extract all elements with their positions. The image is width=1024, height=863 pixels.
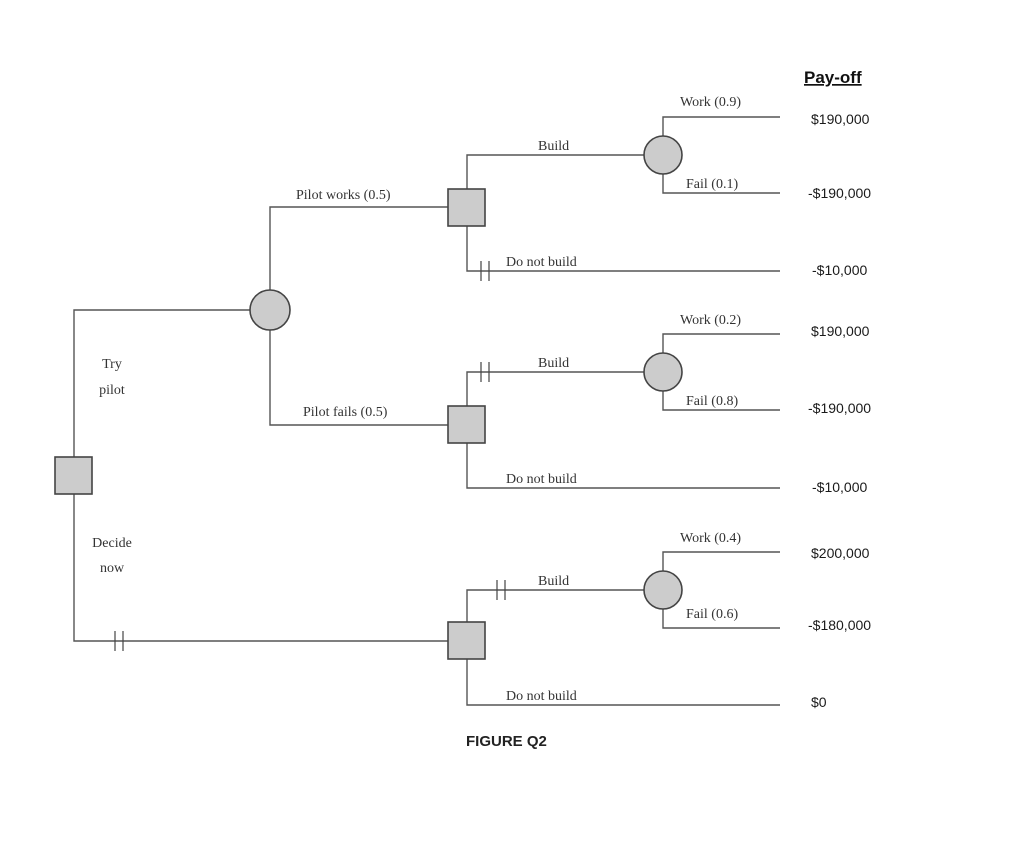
payoff-value: -$190,000 <box>808 400 871 416</box>
build-label: Build <box>538 139 569 154</box>
chance-node-build-1 <box>643 135 683 175</box>
payoff-value: -$190,000 <box>808 185 871 201</box>
decide-now-label: now <box>100 561 125 576</box>
fail-branch <box>662 390 780 411</box>
payoff-value: $190,000 <box>811 111 870 127</box>
build-branch <box>466 589 645 623</box>
decision-node-pilot-fails <box>447 405 486 444</box>
decision-node-decide-now <box>447 621 486 660</box>
do-not-build-branch <box>466 659 780 706</box>
fail-branch <box>662 608 780 629</box>
do-not-build-branch <box>466 443 780 489</box>
payoff-value: $200,000 <box>811 545 870 561</box>
try-pilot-branch <box>73 309 252 475</box>
figure-caption: FIGURE Q2 <box>466 733 547 750</box>
payoff-value: -$10,000 <box>812 479 867 495</box>
try-pilot-label: pilot <box>99 383 125 398</box>
payoff-header: Pay-off <box>804 68 862 87</box>
payoff-value: -$10,000 <box>812 262 867 278</box>
do-not-build-branch <box>466 226 780 272</box>
decision-node-root <box>54 456 93 495</box>
work-label: Work (0.2) <box>680 313 741 328</box>
payoff-value: $0 <box>811 694 827 710</box>
work-label: Work (0.9) <box>680 95 741 110</box>
work-branch <box>662 116 780 137</box>
payoff-value: -$180,000 <box>808 617 871 633</box>
pilot-works-branch <box>269 206 448 290</box>
chance-node-build-2 <box>643 352 683 392</box>
build-label: Build <box>538 356 569 371</box>
do-not-build-label: Do not build <box>506 255 577 270</box>
fail-label: Fail (0.8) <box>686 394 738 409</box>
pilot-works-label: Pilot works (0.5) <box>296 188 391 203</box>
do-not-build-label: Do not build <box>506 472 577 487</box>
work-label: Work (0.4) <box>680 531 741 546</box>
decision-node-pilot-works <box>447 188 486 227</box>
try-pilot-label: Try <box>102 357 122 372</box>
work-branch <box>662 551 780 572</box>
decide-now-label: Decide <box>92 536 132 551</box>
fail-label: Fail (0.6) <box>686 607 738 622</box>
work-branch <box>662 333 780 354</box>
build-label: Build <box>538 574 569 589</box>
pilot-fails-label: Pilot fails (0.5) <box>303 405 388 420</box>
fail-branch <box>662 173 780 194</box>
do-not-build-label: Do not build <box>506 689 577 704</box>
pilot-fails-branch <box>269 330 448 426</box>
build-branch <box>466 154 645 190</box>
chance-node-pilot <box>249 289 291 331</box>
build-branch <box>466 371 645 407</box>
chance-node-build-3 <box>643 570 683 610</box>
fail-label: Fail (0.1) <box>686 177 738 192</box>
payoff-value: $190,000 <box>811 323 870 339</box>
decide-now-branch <box>73 475 448 642</box>
